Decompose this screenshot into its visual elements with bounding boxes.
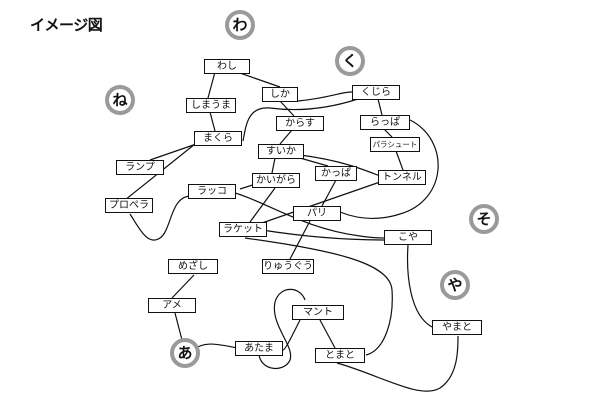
box-kaigara: かいがら [252,173,300,188]
box-parachute: パラシュート [370,137,420,152]
node-ya: や [440,270,470,300]
node-ku: く [335,46,365,76]
line-kujira-rappa [377,98,383,116]
line-atama-a [192,343,239,351]
line-rappa-parachute [383,128,393,138]
box-rakko: ラッコ [188,184,236,199]
line-karasu-suika [279,129,293,145]
box-tomato: とまと [315,348,365,363]
box-ryuuguu: りゅうぐう [262,259,314,274]
box-racket: ラケット [219,222,267,237]
box-karasu: からす [276,116,324,131]
line-racket-koya [261,229,386,241]
line-kujira-makura [242,98,359,142]
line-tunnel-racket [261,181,381,224]
node-wa: わ [225,10,255,40]
line-racket-tomato [244,237,393,356]
line-shika-karasu [279,100,295,117]
line-mant-tomato [319,319,336,349]
node-a: あ [170,338,200,368]
box-rappa: らっぱ [360,115,410,130]
box-tunnel: トンネル [378,170,426,185]
line-rakko-propeller [129,195,193,241]
line-shika-kujira [297,91,353,102]
line-shimauma-makura [209,111,216,132]
line-ame-a [174,312,183,341]
box-yamato: やまと [432,320,482,335]
box-shimauma: しまうま [186,98,236,113]
box-atama: あたま [235,341,283,356]
line-kappa-pari [321,179,337,207]
line-koya-yamato [406,244,433,328]
box-lamp: ランプ [116,160,164,175]
node-ne: ね [105,85,135,115]
box-washi: わし [204,59,250,74]
line-suika-kappa [299,157,329,167]
box-ame: アメ [148,298,196,313]
box-kujira: くじら [352,85,400,100]
box-makura: まくら [194,131,242,146]
line-pari-ryuuguu [289,220,311,260]
line-washi-shika [236,71,281,88]
line-parachute-tunnel [395,150,404,171]
box-shika: しか [262,87,298,102]
box-mant: マント [292,305,344,320]
line-suika-tunnel [299,154,381,177]
line-tomato-yamato [336,335,459,392]
box-medaka: めざし [168,259,218,274]
line-atama-loop [258,288,306,369]
box-suika: すいか [258,144,304,159]
box-kappa: かっぱ [315,166,357,181]
line-rappa-pari [339,119,439,220]
line-kaigara-racket [249,187,276,223]
line-suika-kaigara [271,157,276,174]
line-rakko-koya [224,189,386,239]
box-propeller: プロペラ [105,198,153,213]
line-washi-shimauma [207,71,216,99]
box-koya: こや [384,230,432,245]
line-medaka-ame [171,274,195,299]
node-so: そ [469,204,499,234]
line-mant-atama [282,319,301,351]
box-pari: パリ [293,206,341,221]
page-title: イメージ図 [30,16,103,34]
